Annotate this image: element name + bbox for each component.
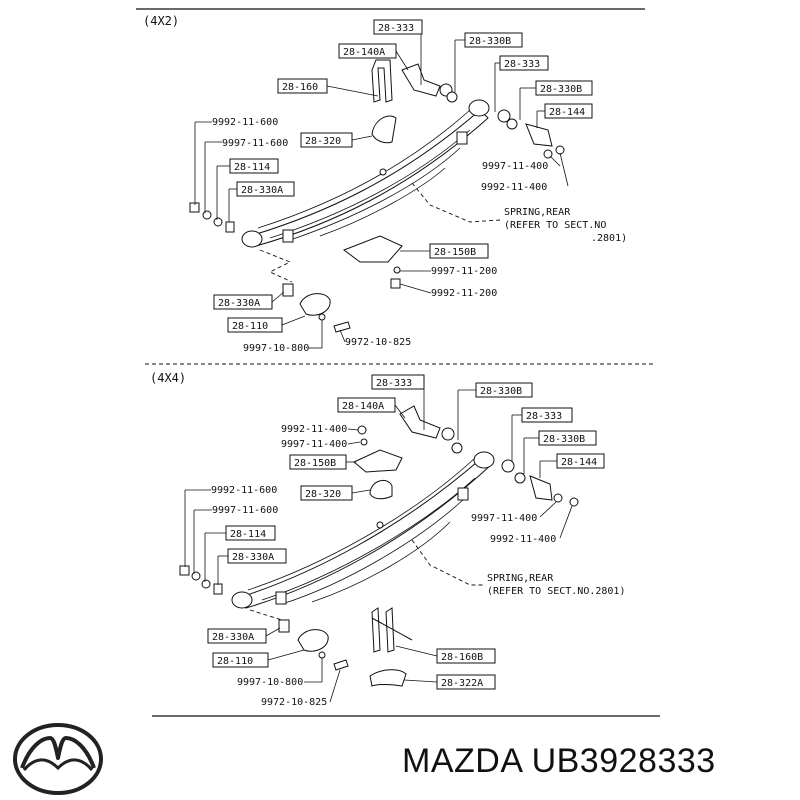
part-number-label: 9972-10-825 bbox=[345, 337, 411, 348]
svg-text:28-144: 28-144 bbox=[561, 457, 597, 468]
callout-28-330a-top-a: 28-330A bbox=[236, 181, 295, 197]
callout-28-320-bottom: 28-320 bbox=[300, 485, 353, 501]
svg-text:28-333: 28-333 bbox=[376, 378, 412, 389]
svg-text:28-330B: 28-330B bbox=[469, 36, 511, 47]
svg-text:28-330A: 28-330A bbox=[218, 298, 260, 309]
callout-28-330b-top-a: 28-330B bbox=[464, 32, 523, 48]
callout-28-140a-top: 28-140A bbox=[338, 43, 397, 59]
svg-text:28-322A: 28-322A bbox=[441, 678, 483, 689]
brand-part-number: MAZDA UB3928333 bbox=[402, 742, 716, 780]
part-number-label: 9992-11-200 bbox=[431, 288, 497, 299]
part-number-label: 9997-10-800 bbox=[243, 343, 309, 354]
spring-ref-leader-bottom bbox=[411, 539, 485, 586]
callout-28-144-top: 28-144 bbox=[544, 103, 593, 119]
callout-28-333-top-a: 28-333 bbox=[373, 19, 423, 35]
part-number-label: 9997-10-800 bbox=[237, 677, 303, 688]
spring-note-line: (REFER TO SECT.NO.2801) bbox=[487, 586, 625, 597]
part-number-label: 9997-11-400 bbox=[281, 439, 347, 450]
leader-lines-top bbox=[194, 27, 569, 349]
part-number-label: 9997-11-600 bbox=[212, 505, 278, 516]
part-number-label: 9972-10-825 bbox=[261, 697, 327, 708]
spring-note-line: (REFER TO SECT.NO bbox=[504, 220, 606, 231]
svg-text:28-140A: 28-140A bbox=[343, 47, 385, 58]
part-number-label: 9997-11-400 bbox=[471, 513, 537, 524]
leaf-spring-bottom bbox=[231, 451, 495, 609]
shackle-dash-top bbox=[259, 249, 293, 283]
callout-28-320-top: 28-320 bbox=[300, 132, 353, 148]
svg-text:28-160: 28-160 bbox=[282, 82, 318, 93]
callout-28-144-bottom: 28-144 bbox=[556, 453, 605, 469]
part-number-label: 9992-11-600 bbox=[212, 117, 278, 128]
callout-28-150b-bottom: 28-150B bbox=[289, 454, 347, 470]
mazda-logo-icon bbox=[13, 723, 103, 795]
part-number-label: 9997-11-200 bbox=[431, 266, 497, 277]
callout-28-140a-bottom: 28-140A bbox=[337, 397, 396, 413]
callout-28-160-top: 28-160 bbox=[277, 78, 328, 94]
callout-28-333-bottom-a: 28-333 bbox=[371, 374, 425, 390]
svg-text:28-150B: 28-150B bbox=[434, 247, 476, 258]
svg-text:28-320: 28-320 bbox=[305, 489, 341, 500]
part-number-label: 9992-11-400 bbox=[481, 182, 547, 193]
svg-text:28-333: 28-333 bbox=[378, 23, 414, 34]
callout-28-330a-top-b: 28-330A bbox=[213, 294, 273, 310]
spring-note-line: SPRING,REAR bbox=[504, 207, 571, 218]
callout-28-114-bottom: 28-114 bbox=[225, 525, 276, 541]
svg-text:28-320: 28-320 bbox=[305, 136, 341, 147]
leaf-spring-top bbox=[241, 99, 490, 248]
part-number-label: 9997-11-600 bbox=[222, 138, 288, 149]
svg-text:28-330B: 28-330B bbox=[543, 434, 585, 445]
callout-28-110-top: 28-110 bbox=[227, 317, 283, 333]
part-number-label: 9992-11-400 bbox=[490, 534, 556, 545]
svg-text:28-330A: 28-330A bbox=[232, 552, 274, 563]
callout-28-333-top-b: 28-333 bbox=[499, 55, 549, 71]
svg-text:28-333: 28-333 bbox=[526, 411, 562, 422]
part-number-label: 9997-11-400 bbox=[482, 161, 548, 172]
svg-text:28-160B: 28-160B bbox=[441, 652, 483, 663]
spring-ref-leader-top bbox=[411, 182, 501, 223]
svg-text:28-114: 28-114 bbox=[230, 529, 266, 540]
svg-text:28-330A: 28-330A bbox=[212, 632, 254, 643]
callout-28-160b-bottom: 28-160B bbox=[436, 648, 496, 664]
callout-28-114-top: 28-114 bbox=[229, 158, 279, 174]
svg-text:28-114: 28-114 bbox=[234, 162, 270, 173]
svg-text:28-110: 28-110 bbox=[232, 321, 268, 332]
callout-28-333-bottom-b: 28-333 bbox=[521, 407, 573, 423]
section-label-4x4: (4X4) bbox=[150, 371, 186, 385]
callout-28-330b-top-b: 28-330B bbox=[535, 80, 593, 96]
callout-28-330a-bottom-a: 28-330A bbox=[227, 548, 287, 564]
callout-28-322a-bottom: 28-322A bbox=[436, 674, 496, 690]
part-number-label: 9992-11-600 bbox=[211, 485, 277, 496]
svg-text:28-150B: 28-150B bbox=[294, 458, 336, 469]
svg-text:28-330B: 28-330B bbox=[480, 386, 522, 397]
part-shapes-bottom bbox=[179, 405, 579, 687]
callout-28-150b-top: 28-150B bbox=[429, 243, 489, 259]
callout-28-330b-bottom-b: 28-330B bbox=[538, 430, 597, 446]
spring-note-line: SPRING,REAR bbox=[487, 573, 554, 584]
svg-text:28-144: 28-144 bbox=[549, 107, 585, 118]
shackle-dash-bottom bbox=[249, 609, 283, 621]
svg-text:28-330A: 28-330A bbox=[241, 185, 283, 196]
section-label-4x2: (4X2) bbox=[143, 14, 179, 28]
svg-text:28-110: 28-110 bbox=[217, 656, 253, 667]
part-number-label: 9992-11-400 bbox=[281, 424, 347, 435]
callout-28-110-bottom: 28-110 bbox=[212, 652, 269, 668]
spring-note-line: .2801) bbox=[591, 233, 627, 244]
leader-lines-bottom bbox=[184, 382, 573, 703]
svg-text:28-140A: 28-140A bbox=[342, 401, 384, 412]
svg-text:28-333: 28-333 bbox=[504, 59, 540, 70]
callout-28-330b-bottom-a: 28-330B bbox=[475, 382, 533, 398]
svg-text:28-330B: 28-330B bbox=[540, 84, 582, 95]
callout-28-330a-bottom-b: 28-330A bbox=[207, 628, 267, 644]
